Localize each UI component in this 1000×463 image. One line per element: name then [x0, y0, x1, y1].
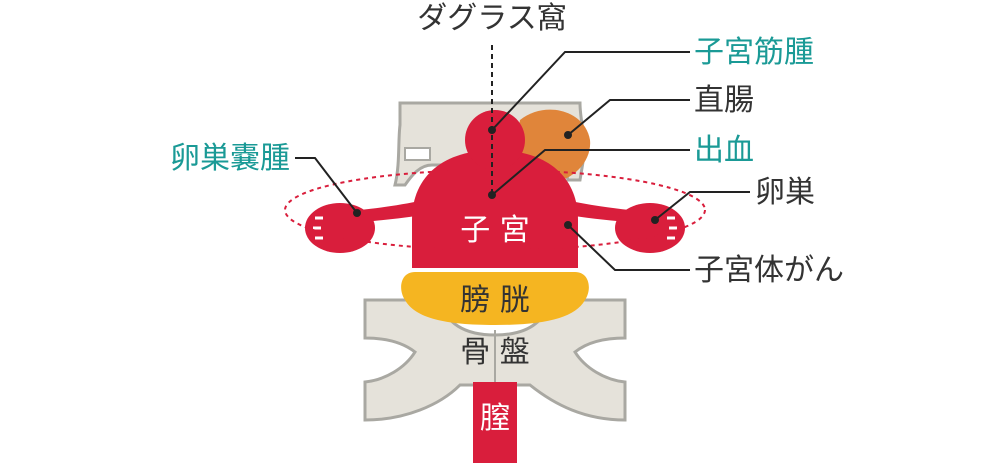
label-bleeding: 出血 [694, 133, 754, 168]
sacrum-notch [405, 148, 430, 160]
dot-uterine-fibroid [488, 126, 496, 134]
dot-bleeding [488, 191, 496, 199]
dot-ovarian-cyst [353, 209, 361, 217]
label-uterine-fibroid: 子宮筋腫 [694, 35, 814, 70]
label-rectum: 直腸 [694, 83, 754, 118]
label-ovarian-cyst: 卵巣嚢腫 [170, 141, 290, 176]
dot-uterine-cancer [564, 221, 572, 229]
organ-label-pelvis: 骨 盤 [460, 335, 530, 370]
label-ovary: 卵巣 [755, 175, 815, 210]
organ-label-bladder: 膀 胱 [460, 283, 530, 318]
dot-ovary [651, 216, 659, 224]
label-uterine-cancer: 子宮体がん [694, 253, 844, 288]
dot-rectum [564, 131, 572, 139]
organ-label-uterus: 子 宮 [460, 213, 530, 248]
label-douglas-pouch: ダグラス窩 [417, 1, 566, 36]
fibroid-shape [465, 110, 525, 170]
organ-label-vagina: 膣 [480, 401, 510, 436]
